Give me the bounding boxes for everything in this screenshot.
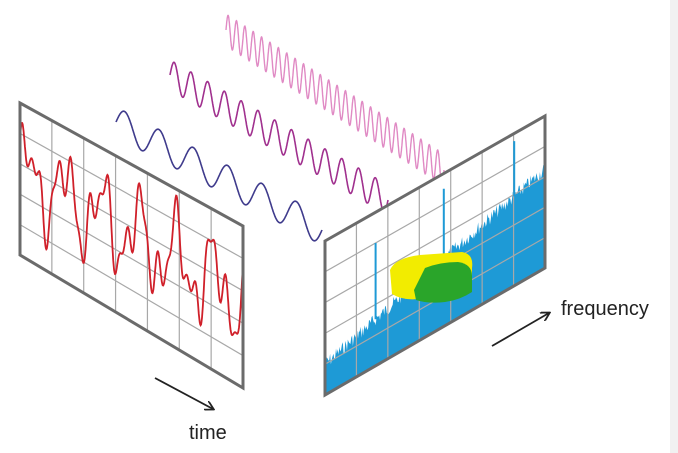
frequency-axis: frequency [491, 298, 649, 347]
grid-line [325, 176, 545, 304]
time-label: time [189, 422, 227, 444]
component-waves [115, 14, 445, 242]
grid-line [20, 193, 243, 324]
grid-line [20, 163, 243, 292]
time-arrow [154, 377, 213, 409]
time-panel-frame [18, 100, 245, 391]
highlight-region [390, 252, 473, 303]
frequency-label: frequency [561, 298, 649, 320]
spectrum-peaks [374, 141, 516, 320]
grid-line [20, 224, 243, 357]
highlight-green [414, 262, 472, 303]
grid-line [325, 145, 545, 273]
low-frequency-wave [115, 110, 323, 242]
high-frequency-wave [225, 14, 445, 186]
grid-line [20, 132, 243, 259]
time-domain-signal [20, 122, 243, 337]
time-axis: time [154, 377, 227, 444]
frequency-domain-panel [323, 113, 547, 398]
frequency-panel-frame [323, 113, 547, 398]
mid-frequency-wave [169, 61, 389, 214]
time-panel-grid [20, 120, 243, 369]
right-edge-strip [670, 0, 678, 453]
frequency-arrow [491, 313, 549, 347]
time-domain-panel [18, 100, 245, 391]
